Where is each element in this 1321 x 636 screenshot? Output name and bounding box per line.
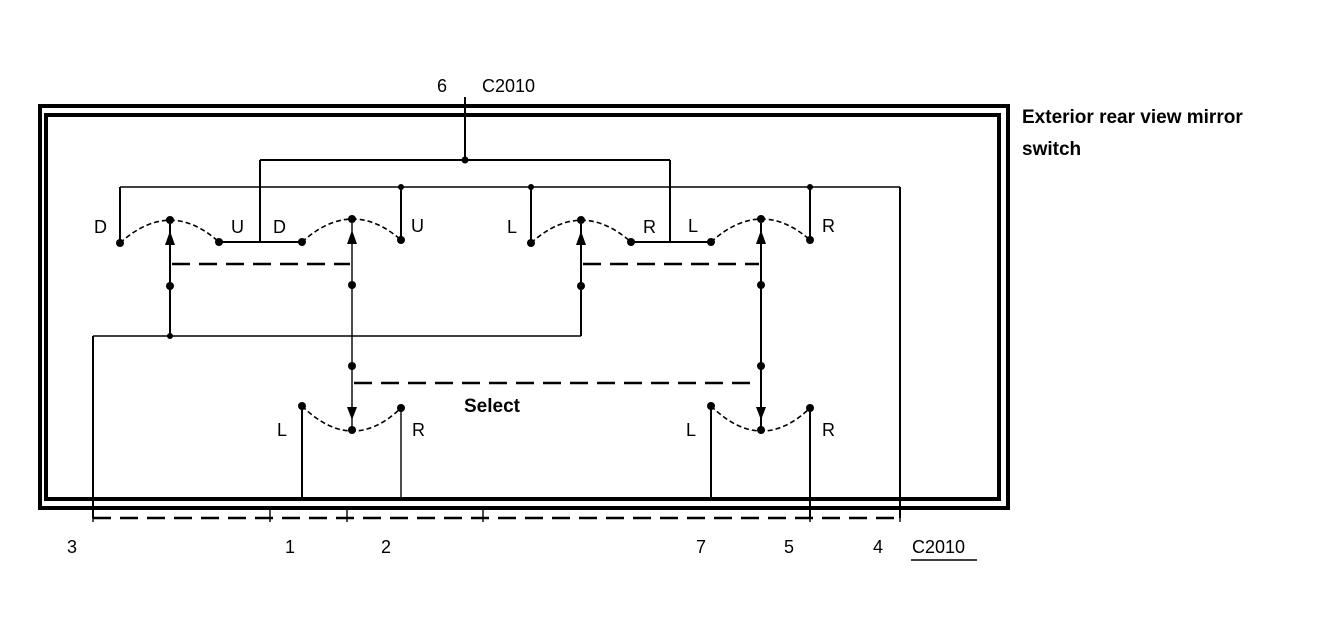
label-select-right-r: R <box>822 420 835 440</box>
label-select-left-l: L <box>277 420 287 440</box>
select-label: Select <box>464 396 521 417</box>
switch-up-down-left <box>116 216 223 339</box>
label-select-left-r: R <box>412 420 425 440</box>
switch-housing-inner <box>44 113 1001 501</box>
bottom-pin-4: 4 <box>873 537 883 557</box>
select-switch-right <box>707 402 814 518</box>
bottom-pin-2: 2 <box>381 537 391 557</box>
switch-left-right-left <box>527 216 635 336</box>
top-pin-number: 6 <box>437 76 447 96</box>
bottom-pin-7: 7 <box>696 537 706 557</box>
select-switch-left <box>298 402 405 499</box>
diagram-title-line-1: Exterior rear view mirror <box>1022 107 1243 128</box>
label-lr-left-r: R <box>643 217 656 237</box>
bottom-pin-3: 3 <box>67 537 77 557</box>
wire-pin-3 <box>92 335 581 518</box>
diagram-title-line-2: switch <box>1022 139 1081 160</box>
switch-up-down-right <box>298 215 405 434</box>
label-ud-left-u: U <box>231 217 244 237</box>
bottom-connector-name: C2010 <box>912 537 965 557</box>
label-lr-right-l: L <box>688 216 698 236</box>
switch-left-right-right <box>707 215 814 434</box>
feed-pin-6 <box>259 97 671 242</box>
label-ud-right-u: U <box>411 216 424 236</box>
bottom-pin-1: 1 <box>285 537 295 557</box>
rail-pin-4 <box>119 184 901 518</box>
label-ud-left-d: D <box>94 217 107 237</box>
connector-c2010-bottom <box>92 508 901 522</box>
bottom-pin-5: 5 <box>784 537 794 557</box>
switch-housing-outer <box>38 104 1010 510</box>
label-lr-left-l: L <box>507 217 517 237</box>
top-connector-name: C2010 <box>482 76 535 96</box>
label-select-right-l: L <box>686 420 696 440</box>
label-ud-right-d: D <box>273 217 286 237</box>
label-lr-right-r: R <box>822 216 835 236</box>
